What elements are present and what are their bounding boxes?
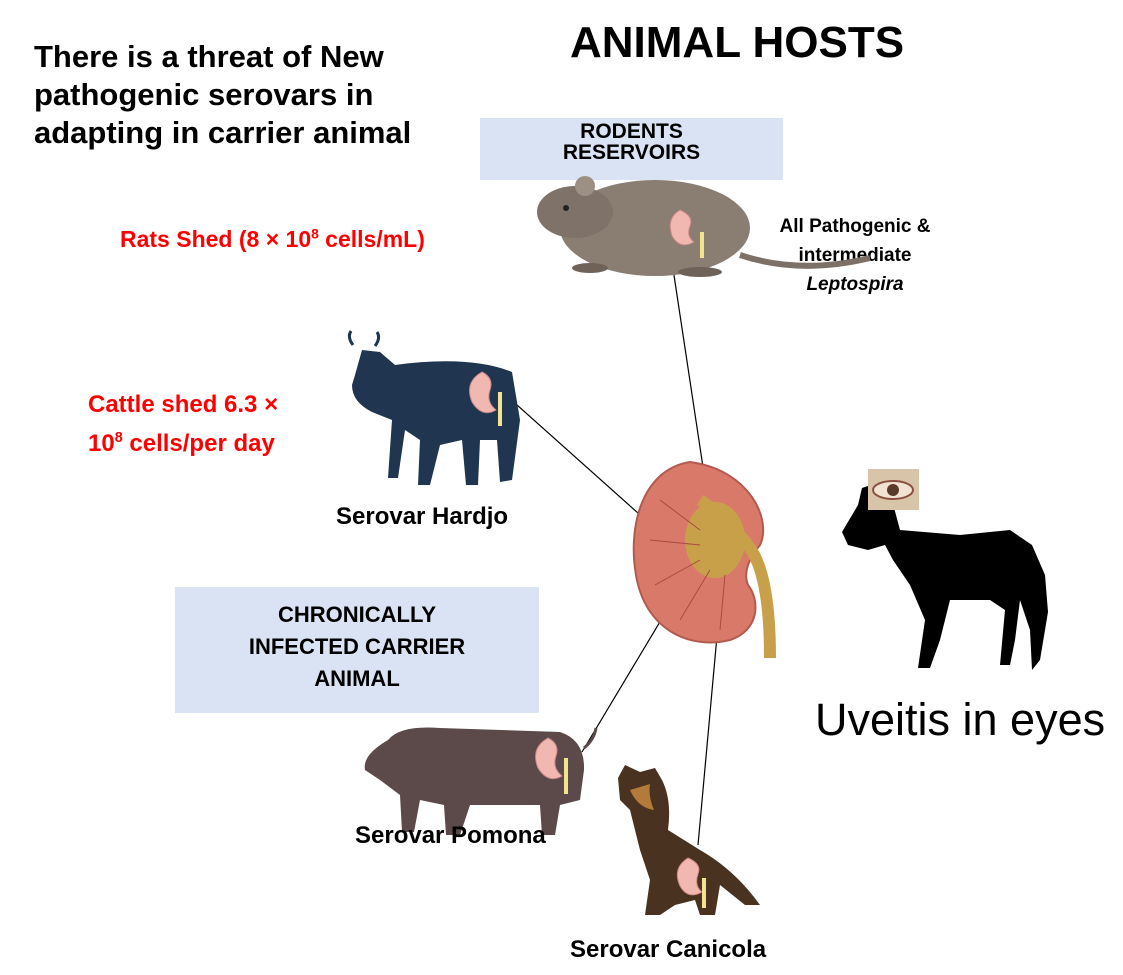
- serovar-hardjo-label: Serovar Hardjo: [336, 503, 508, 531]
- cow-silhouette: [349, 331, 520, 485]
- dog-illustration: [618, 765, 760, 915]
- eye-inset-icon: [868, 469, 919, 510]
- rat-illustration: [537, 176, 870, 277]
- pig-illustration: [365, 728, 596, 836]
- uveitis-label: Uveitis in eyes: [815, 694, 1105, 746]
- serovar-pomona-label: Serovar Pomona: [355, 822, 546, 850]
- horse-silhouette: [842, 482, 1048, 670]
- serovar-canicola-label: Serovar Canicola: [570, 936, 766, 964]
- central-kidney-illustration: [634, 462, 770, 658]
